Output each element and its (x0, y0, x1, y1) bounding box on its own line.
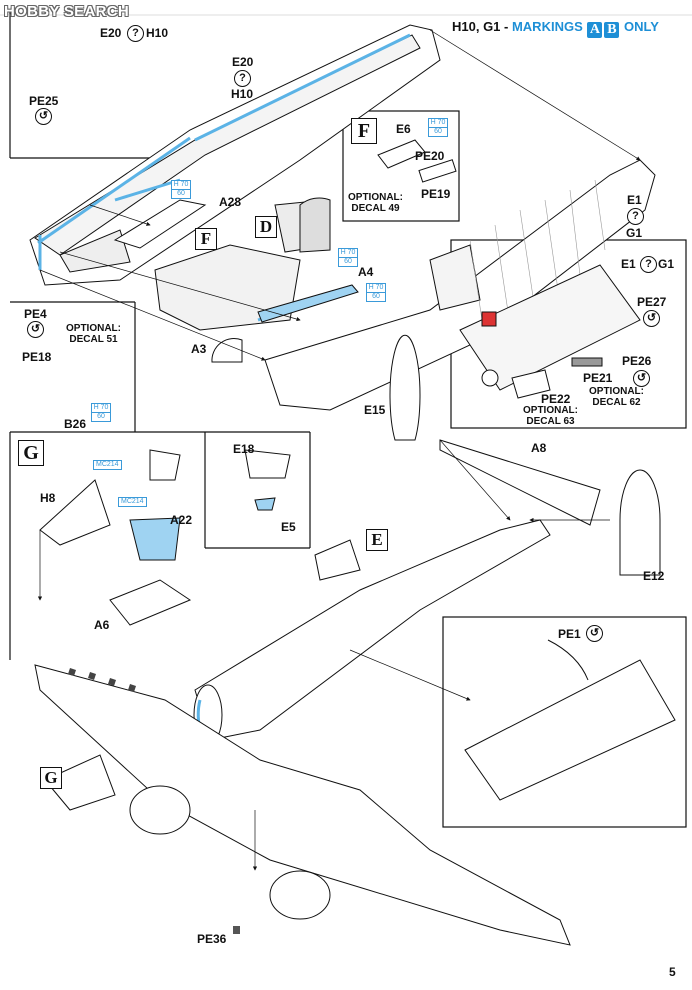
optional-icon: ? (627, 208, 644, 225)
lower-fuselage (264, 159, 656, 411)
label-pe20: PE20 (415, 149, 445, 163)
label-pe1: PE1 (558, 627, 581, 641)
optional-icon: ? (234, 70, 251, 87)
label-h10-mid: H10 (231, 87, 254, 101)
part-a28 (113, 199, 207, 249)
wing-stripes (68, 668, 136, 692)
label-a28: A28 (219, 195, 242, 209)
leader-lines (37, 29, 641, 871)
label-pe36: PE36 (197, 932, 227, 946)
bend-icon: ↺ (633, 370, 650, 387)
part-a3 (211, 337, 243, 363)
label-e1-top: E1 (627, 193, 642, 207)
label-a4: A4 (358, 265, 374, 279)
label-a22: A22 (170, 513, 193, 527)
assembled-fuselage (193, 519, 551, 746)
label-h10-top: H10 (146, 26, 169, 40)
marking-a-badge: A (587, 22, 603, 38)
step-e-box: E (366, 529, 388, 551)
wing (34, 664, 571, 946)
pe1-detail (464, 639, 676, 801)
label-pe26: PE26 (622, 354, 652, 368)
step-f-box: F (195, 228, 217, 250)
optional-icon: ? (640, 256, 657, 273)
label-e20-top: E20 (100, 26, 122, 40)
marking-b-badge: B (604, 22, 620, 38)
optional-decal49: OPTIONAL:DECAL 49 (348, 192, 403, 214)
header-suffix: ONLY (624, 19, 659, 34)
label-b26: B26 (64, 417, 87, 431)
canopy-parts (39, 449, 291, 811)
label-pe25: PE25 (29, 94, 59, 108)
part-a8 (439, 439, 601, 526)
label-pe18: PE18 (22, 350, 52, 364)
label-g1-right: G1 (658, 257, 675, 271)
label-g1-top: G1 (626, 226, 643, 240)
label-e6: E6 (396, 122, 411, 136)
step-f-main: F (351, 118, 377, 144)
optional-decal62: OPTIONAL:DECAL 62 (589, 386, 644, 408)
label-a3: A3 (191, 342, 207, 356)
right-detail-parts (459, 264, 641, 399)
label-pe4: PE4 (24, 307, 47, 321)
label-e12: E12 (643, 569, 665, 583)
label-pe21: PE21 (583, 371, 613, 385)
bend-icon: ↺ (35, 108, 52, 125)
header-prefix: H10, G1 - (452, 19, 512, 34)
label-e20-mid: E20 (232, 55, 254, 69)
label-e5: E5 (281, 520, 296, 534)
optional-decal51: OPTIONAL:DECAL 51 (66, 323, 121, 345)
step-d-box: D (255, 216, 277, 238)
paint-code-mc214: MC214 (93, 460, 122, 470)
header-markings: MARKINGS (511, 19, 583, 34)
bend-icon: ↺ (586, 625, 603, 642)
part-e15 (389, 334, 421, 441)
page-number: 5 (669, 965, 676, 979)
step-g-small: G (40, 767, 62, 789)
label-pe27: PE27 (637, 295, 667, 309)
part-a4 (257, 284, 359, 323)
label-pe22: PE22 (541, 392, 571, 406)
label-e15: E15 (364, 403, 386, 417)
bend-icon: ↺ (643, 310, 660, 327)
optional-decal63: OPTIONAL:DECAL 63 (523, 405, 578, 427)
label-pe19: PE19 (421, 187, 451, 201)
label-e18: E18 (233, 442, 255, 456)
paint-code-mc214: MC214 (118, 497, 147, 507)
upper-fuselage (29, 24, 441, 331)
step-f-parts (377, 139, 457, 183)
label-h8: H8 (40, 491, 56, 505)
label-e1-right: E1 (621, 257, 636, 271)
part-e12 (619, 469, 661, 576)
step-g-main: G (18, 440, 44, 466)
watermark-logo: HOBBY SEARCH (4, 3, 130, 20)
step-e-part (314, 539, 361, 581)
label-a6: A6 (94, 618, 110, 632)
optional-icon: ? (127, 25, 144, 42)
bend-icon: ↺ (27, 321, 44, 338)
label-a8: A8 (531, 441, 547, 455)
part-pe36 (233, 926, 240, 934)
